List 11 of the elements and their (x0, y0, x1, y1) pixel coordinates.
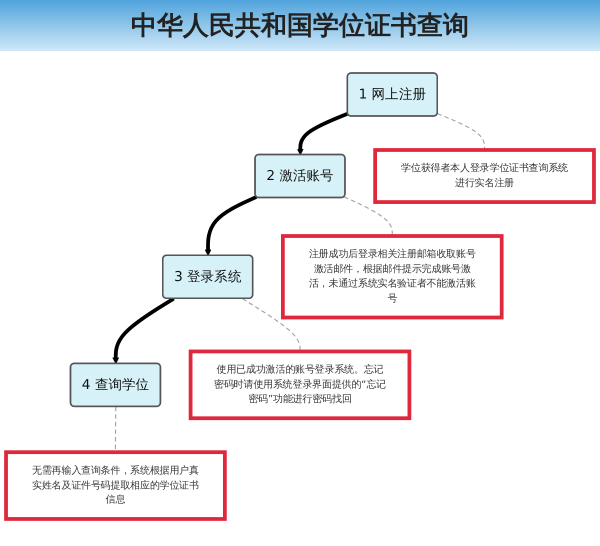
node-box: 使用已成功激活的账号登录系统。忘记密码时请使用系统登录界面提供的“忘记密码”功能进行密码找回 (188, 350, 412, 420)
arrow (112, 297, 175, 364)
node-box: 无需再输入查询条件，系统根据用户真实姓名及证件号码提取相应的学位证书信息 (4, 450, 227, 521)
connector (437, 113, 486, 150)
arrow (204, 195, 258, 256)
node-box: 注册成功后登录相关注册邮箱收取账号激活邮件，根据邮件提示完成账号激活，未通过系统实名验证者不能激活账号 (280, 234, 504, 320)
connector (344, 196, 393, 236)
node-box: 学位获得者本人登录学位证书查询系统进行实名注册 (373, 148, 596, 204)
arrow (296, 112, 349, 156)
title: 中华人民共和国学位证书查询 (0, 0, 600, 51)
connector (242, 298, 301, 352)
